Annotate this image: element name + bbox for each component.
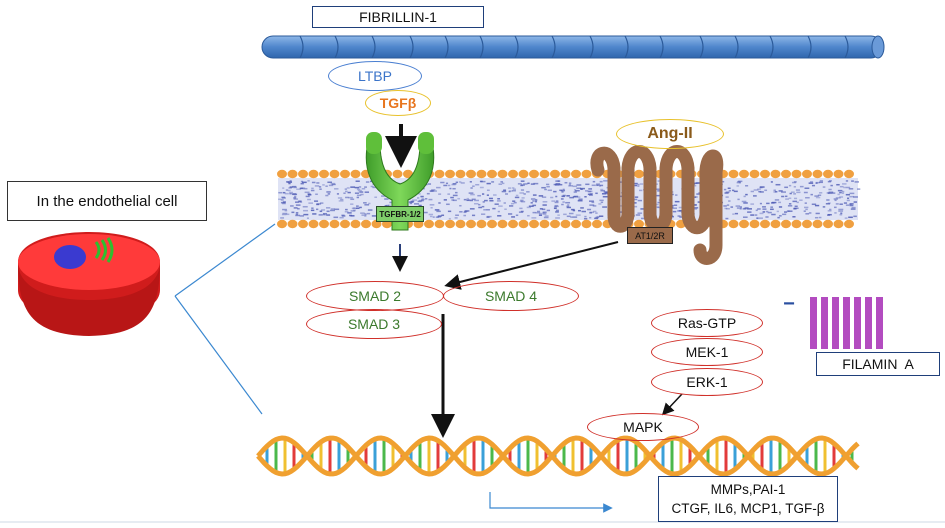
output-line-1: MMPs,PAI-1 [710, 482, 786, 497]
at1-receptor [590, 145, 724, 265]
endothelial-label: In the endothelial cell [7, 181, 207, 221]
fibrillin-text: FIBRILLIN-1 [359, 9, 437, 25]
ang2-text: Ang-II [647, 125, 693, 142]
erk-oval: ERK-1 [651, 368, 763, 396]
smad3-oval: SMAD 3 [306, 309, 442, 339]
smad4-text: SMAD 4 [484, 288, 538, 304]
nucleus [54, 245, 86, 269]
fibrillin-label: FIBRILLIN-1 [312, 6, 484, 28]
ang2-oval: Ang-II [616, 119, 724, 149]
ltbp-text: LTBP [358, 68, 392, 84]
mek-text: MEK-1 [685, 344, 729, 360]
output-genes-box: MMPs,PAI-1 CTGF, IL6, MCP1, TGF-β [658, 476, 838, 522]
erk-text: ERK-1 [686, 374, 728, 390]
mapk-text: MAPK [623, 419, 663, 435]
tgfbr-text: TGFBR-1/2 [379, 209, 421, 219]
output-line-2: CTGF, IL6, MCP1, TGF-β [671, 501, 825, 516]
at1r-text: AT1/2R [635, 230, 665, 241]
dna-helix [256, 435, 860, 477]
ras-oval: Ras-GTP [651, 309, 763, 337]
mapk-oval: MAPK [587, 413, 699, 441]
filamin-text: FILAMIN A [842, 356, 914, 372]
endothelial-cell [18, 232, 160, 336]
inhibition-symbol: − [779, 293, 799, 315]
arrows [385, 124, 683, 438]
tgfb-text: TGFβ [379, 95, 417, 111]
filamin-label: FILAMIN A [816, 352, 940, 376]
filamin-structure [810, 297, 883, 349]
ras-text: Ras-GTP [677, 315, 737, 331]
fibrillin-rod [261, 35, 885, 59]
smad2-oval: SMAD 2 [306, 281, 444, 311]
tgfb-oval: TGFβ [365, 90, 431, 116]
inhibit-text: − [783, 293, 795, 315]
ltbp-oval: LTBP [328, 61, 422, 91]
mek-oval: MEK-1 [651, 338, 763, 366]
endothelial-text: In the endothelial cell [36, 192, 178, 210]
at1r-label: AT1/2R [627, 227, 673, 244]
cell-membrane [277, 169, 861, 229]
tgfbr-receptor [365, 132, 435, 231]
callout-lines [174, 223, 613, 513]
smad3-text: SMAD 3 [347, 316, 401, 332]
tgfbr-label: TGFBR-1/2 [376, 206, 424, 222]
smad4-oval: SMAD 4 [443, 281, 579, 311]
smad2-text: SMAD 2 [348, 288, 402, 304]
